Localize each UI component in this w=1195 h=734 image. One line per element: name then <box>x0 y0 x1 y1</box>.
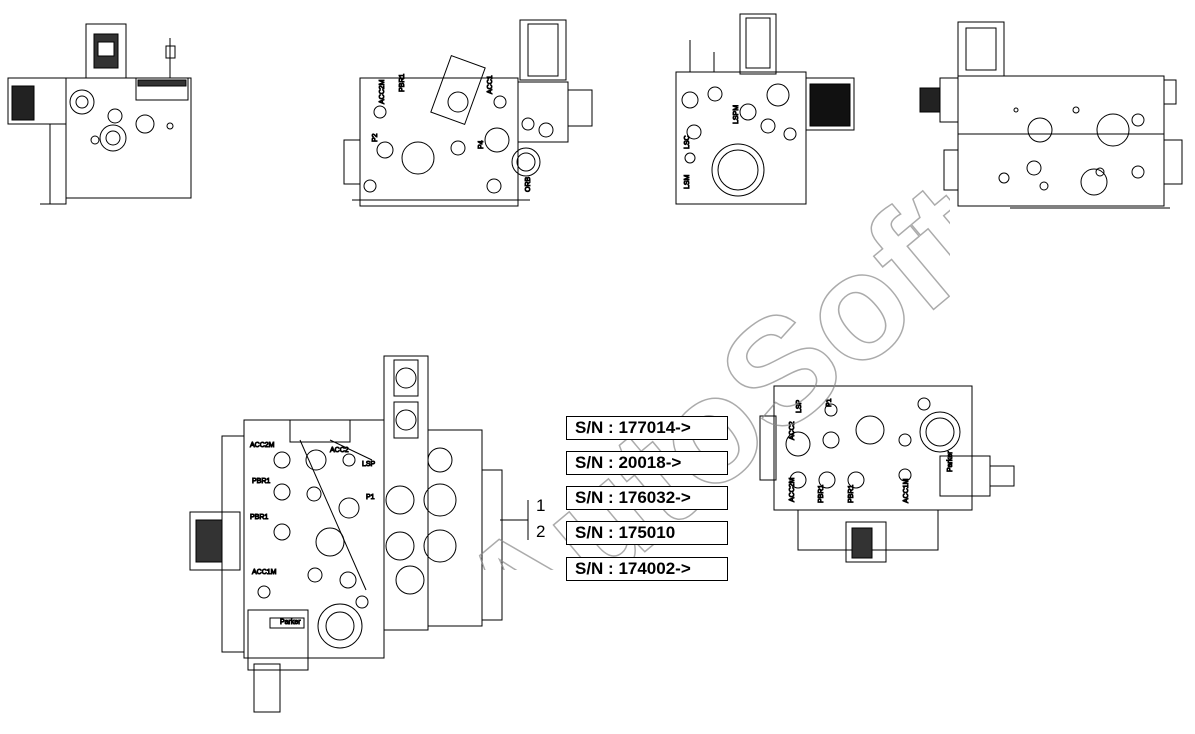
label-acc2-main: ACC2 <box>330 447 349 454</box>
valve-view-4 <box>919 21 1183 209</box>
label-pbr1-view6-a: PBR1 <box>818 485 825 503</box>
label-p2: P2 <box>372 133 379 142</box>
label-lsc: LSC <box>684 135 691 149</box>
label-pbr1-main-a: PBR1 <box>252 478 270 485</box>
label-lsp-main: LSP <box>362 461 376 468</box>
valve-view-6: LSP P1 ACC2 ACC2M PBR1 PBR1 ACC1M Parker <box>759 385 1015 563</box>
label-parker-main: Parker <box>280 619 301 626</box>
label-parker-view6: Parker <box>947 451 954 472</box>
label-acc2-view6: ACC2 <box>789 421 796 440</box>
label-lsm: LSM <box>684 174 691 189</box>
serial-number-box: S/N : 175010 <box>566 521 728 545</box>
label-acc2m: ACC2M <box>379 79 386 104</box>
valve-view-2: ACC2M PBR1 P2 P4 ORB ACC1 <box>343 19 593 207</box>
label-lspm: LSPM <box>733 105 740 124</box>
valve-main-assembly: ACC2M ACC2 PBR1 PBR1 LSP P1 ACC1M Parker <box>189 355 503 713</box>
serial-number-box: S/N : 174002-> <box>566 557 728 581</box>
callout-leader <box>500 500 529 540</box>
label-acc1: ACC1 <box>487 75 494 94</box>
label-pbr1-view6-b: PBR1 <box>848 485 855 503</box>
serial-number-box: S/N : 20018-> <box>566 451 728 475</box>
valve-view-3: LSPM LSC LSM <box>675 13 855 205</box>
serial-number-box: S/N : 177014-> <box>566 416 728 440</box>
label-pbr1: PBR1 <box>399 74 406 92</box>
label-p4: P4 <box>478 140 485 149</box>
label-p1-main: P1 <box>366 494 375 501</box>
label-acc2m-view6: ACC2M <box>789 477 796 502</box>
label-acc1m-main: ACC1M <box>252 569 277 576</box>
callout-1: 1 <box>536 496 546 515</box>
label-pbr1-main-b: PBR1 <box>250 514 268 521</box>
valve-view-1 <box>7 23 192 205</box>
label-acc1m-view6: ACC1M <box>903 478 910 503</box>
label-p1-view6: P1 <box>826 398 833 407</box>
callout-2: 2 <box>536 522 546 541</box>
label-acc2m-main: ACC2M <box>250 442 275 449</box>
serial-number-box: S/N : 176032-> <box>566 486 728 510</box>
label-lsp-view6: LSP <box>796 399 803 413</box>
label-orb: ORB <box>525 177 532 193</box>
